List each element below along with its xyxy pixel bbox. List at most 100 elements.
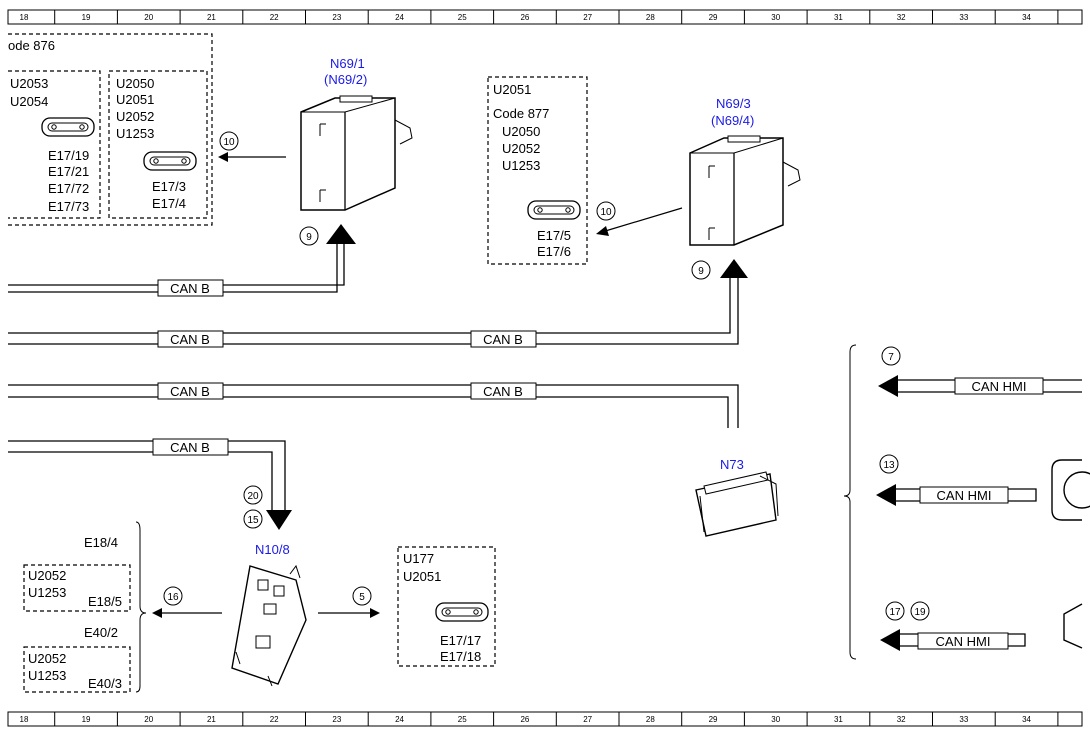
svg-text:U1253: U1253 — [502, 158, 540, 173]
svg-text:17: 17 — [889, 607, 901, 618]
callout-15: 15 — [243, 509, 263, 529]
svg-text:E17/72: E17/72 — [48, 181, 89, 196]
svg-text:E17/5: E17/5 — [537, 228, 571, 243]
can-hmi-line-2: CAN HMI 13 — [876, 454, 1090, 521]
svg-text:10: 10 — [600, 207, 612, 218]
ruler-label: 25 — [458, 715, 467, 724]
svg-text:E17/21: E17/21 — [48, 164, 89, 179]
arrow-to-code877 — [596, 207, 683, 236]
ruler-label: 32 — [897, 715, 906, 724]
connector-icon — [143, 151, 197, 171]
svg-text:E18/4: E18/4 — [84, 535, 118, 550]
svg-text:U2053: U2053 — [10, 76, 48, 91]
module-n73: N73 — [695, 457, 779, 537]
svg-text:E17/19: E17/19 — [48, 148, 89, 163]
ruler-label: 23 — [332, 13, 341, 22]
ruler-label: 24 — [395, 715, 404, 724]
svg-text:CAN HMI: CAN HMI — [937, 488, 992, 503]
ruler-label: 27 — [583, 715, 592, 724]
connector-icon — [527, 200, 581, 220]
ruler-label: 21 — [207, 715, 216, 724]
ruler-label: 29 — [709, 715, 718, 724]
ruler-label: 31 — [834, 13, 843, 22]
svg-text:15: 15 — [247, 515, 259, 526]
svg-text:20: 20 — [247, 491, 259, 502]
ruler-label: 22 — [270, 715, 279, 724]
svg-text:CAN B: CAN B — [170, 384, 210, 399]
right-bracket — [843, 344, 857, 660]
ruler-label: 27 — [583, 13, 592, 22]
svg-text:E40/2: E40/2 — [84, 625, 118, 640]
svg-text:U2050: U2050 — [502, 124, 540, 139]
module-n69-1: N69/1 (N69/2) — [300, 56, 413, 211]
svg-text:U2051: U2051 — [116, 92, 154, 107]
svg-text:U1253: U1253 — [28, 668, 66, 683]
can-hmi-line-1: CAN HMI 7 — [878, 346, 1082, 397]
svg-text:E17/18: E17/18 — [440, 649, 481, 664]
can-b-line-2: CAN B CAN B — [8, 259, 748, 348]
ruler-label: 33 — [959, 13, 968, 22]
svg-text:Code 877: Code 877 — [493, 106, 549, 121]
ruler-label: 28 — [646, 715, 655, 724]
can-b-line-1: CAN B — [8, 224, 356, 297]
svg-text:CAN B: CAN B — [483, 384, 523, 399]
ruler-label: 18 — [20, 715, 29, 724]
svg-text:U177: U177 — [403, 551, 434, 566]
ruler-label: 21 — [207, 13, 216, 22]
can-b-line-4: CAN B — [8, 438, 292, 530]
svg-text:CAN B: CAN B — [170, 440, 210, 455]
svg-text:(N69/4): (N69/4) — [711, 113, 754, 128]
svg-text:N69/3: N69/3 — [716, 96, 751, 111]
code-876-box: ode 876 U2053 U2054 E17/19 E17/21 E17/72… — [8, 33, 213, 226]
svg-text:13: 13 — [883, 460, 895, 471]
svg-text:N10/8: N10/8 — [255, 542, 290, 557]
callout-10a: 10 — [219, 131, 239, 151]
svg-text:U2052: U2052 — [502, 141, 540, 156]
box-title: ode 876 — [8, 38, 55, 53]
svg-text:5: 5 — [359, 592, 365, 603]
ruler-label: 29 — [709, 13, 718, 22]
ruler-label: 32 — [897, 13, 906, 22]
e18-e40-group: E18/4 U2052 U1253 E18/5 E40/2 U2052 U125… — [23, 521, 147, 693]
ruler-label: 23 — [332, 715, 341, 724]
svg-text:U1253: U1253 — [28, 585, 66, 600]
svg-text:9: 9 — [306, 232, 312, 243]
svg-text:CAN HMI: CAN HMI — [972, 379, 1027, 394]
svg-text:E18/5: E18/5 — [88, 594, 122, 609]
ruler-label: 19 — [82, 715, 91, 724]
callout-20: 20 — [243, 485, 263, 505]
svg-text:19: 19 — [914, 607, 926, 618]
can-b-line-3: CAN B CAN B — [8, 382, 739, 428]
svg-text:U2052: U2052 — [28, 651, 66, 666]
svg-text:9: 9 — [698, 266, 704, 277]
arrow-16: 16 — [152, 586, 222, 618]
svg-text:CAN B: CAN B — [170, 332, 210, 347]
svg-text:16: 16 — [167, 592, 179, 603]
connector-icon — [435, 602, 489, 622]
svg-text:U2052: U2052 — [116, 109, 154, 124]
svg-text:(N69/2): (N69/2) — [324, 72, 367, 87]
svg-text:7: 7 — [888, 352, 894, 363]
ruler-label: 30 — [771, 13, 780, 22]
connector-icon — [41, 117, 95, 137]
svg-text:U2052: U2052 — [28, 568, 66, 583]
ruler-label: 25 — [458, 13, 467, 22]
svg-text:E17/4: E17/4 — [152, 196, 186, 211]
ruler-label: 33 — [959, 715, 968, 724]
ruler-label: 22 — [270, 13, 279, 22]
callout-9b: 9 — [691, 260, 711, 280]
svg-text:E17/3: E17/3 — [152, 179, 186, 194]
svg-text:N69/1: N69/1 — [330, 56, 365, 71]
ruler-label: 28 — [646, 13, 655, 22]
svg-text:U1253: U1253 — [116, 126, 154, 141]
svg-text:N73: N73 — [720, 457, 744, 472]
can-hmi-line-3: CAN HMI 17 19 — [880, 601, 1083, 651]
svg-text:10: 10 — [223, 137, 235, 148]
ruler-label: 34 — [1022, 13, 1031, 22]
svg-text:U2054: U2054 — [10, 94, 48, 109]
ruler-label: 20 — [144, 13, 153, 22]
ruler-label: 26 — [520, 13, 529, 22]
callout-9a: 9 — [299, 226, 319, 246]
